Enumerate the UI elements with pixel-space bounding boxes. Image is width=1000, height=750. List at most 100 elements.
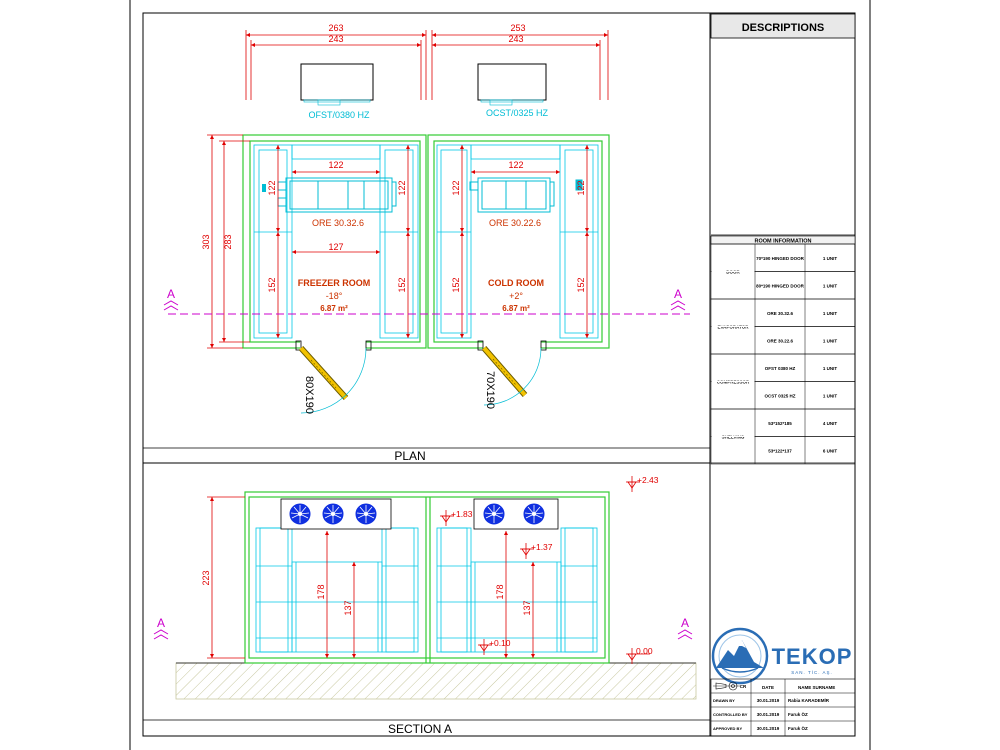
- section-view: 223 178 137 178 137 +2.43 +1.83 +1.37 +0…: [153, 475, 697, 736]
- section-view-title: SECTION A: [388, 722, 452, 736]
- tb-name: Rabia KARADEMİR: [788, 697, 830, 703]
- room-label-cold: COLD ROOM +2° 6.87 m²: [488, 278, 544, 313]
- section-mark-label: A: [157, 616, 165, 630]
- dim-label: 152: [267, 277, 277, 292]
- plan-walls: [242, 134, 610, 349]
- dim-label: 122: [328, 160, 343, 170]
- section-dim-labels: 223 178 137 178 137: [201, 570, 532, 615]
- section-shelving: [255, 527, 598, 653]
- dim-label: 122: [451, 180, 461, 195]
- dim-label: 127: [328, 242, 343, 252]
- plan-shelving: [253, 144, 599, 339]
- dim-label: 122: [576, 180, 586, 195]
- descriptions-panel: DESCRIPTIONS: [710, 13, 856, 464]
- dim-label: 152: [451, 277, 461, 292]
- room-info-item: 80*190 HINGED DOOR: [756, 283, 805, 288]
- room-info-item: OFST 0380 HZ: [765, 366, 796, 371]
- section-mark-label: A: [681, 616, 689, 630]
- level-labels: +2.43 +1.83 +1.37 +0.10 0.00: [451, 475, 659, 656]
- room-info-qty: 1 UNIT: [823, 393, 838, 398]
- title-block-rows: DRAWN BY 30.01.2019 Rabia KARADEMİR CONTROL…: [713, 697, 830, 731]
- logo-name: TEKOP: [772, 644, 853, 669]
- tb-header-cr: CR: [740, 684, 747, 689]
- section-marker-left-2: A: [153, 616, 169, 640]
- dim-label: 152: [397, 277, 407, 292]
- level-label: 0.00: [636, 646, 653, 656]
- room-info-qty: 1 UNIT: [823, 338, 838, 343]
- dim-label: 122: [267, 180, 277, 195]
- section-marker-right-2: A: [677, 616, 693, 640]
- level-label: +2.43: [637, 475, 659, 485]
- mountain-icon: [716, 640, 764, 668]
- evaporator-plan-1: [277, 177, 397, 213]
- ground-hatch: [175, 662, 697, 700]
- room-info-qty: 1 UNIT: [823, 256, 838, 261]
- room-info-item: ORE 30.22.6: [767, 338, 794, 343]
- title-block: CR DATE NAME SURNAME DRAWN BY 30.01.2019 R…: [710, 678, 856, 737]
- room-name: COLD ROOM: [488, 278, 544, 288]
- compressor-label-2: OCST/0325 HZ: [486, 108, 549, 118]
- plan-top-dim-labels: 263 243 253 243: [328, 23, 525, 44]
- dim-label: 223: [201, 570, 211, 585]
- plan-door-gaps: [295, 340, 547, 351]
- fan-icon: [522, 502, 546, 526]
- room-info-item: 53*122*137: [768, 448, 792, 453]
- dim-label: 283: [223, 234, 233, 249]
- room-area: 6.87 m²: [320, 304, 348, 313]
- descriptions-title: DESCRIPTIONS: [742, 22, 825, 34]
- evaporator-label-2: ORE 30.22.6: [489, 218, 541, 228]
- tb-role: CONTROLLED BY: [713, 712, 748, 717]
- evaporator-section-2: [473, 498, 559, 530]
- level-markers: [440, 476, 650, 664]
- room-info-qty: 6 UNIT: [823, 448, 838, 453]
- logo-subtitle: SAN. TİC. AŞ.: [791, 669, 832, 675]
- dim-label: 253: [510, 23, 525, 33]
- tb-role: APPROVED BY: [713, 726, 742, 731]
- section-mark-label: A: [167, 287, 175, 301]
- room-temperature: +2°: [509, 291, 523, 301]
- room-label-freezer: FREEZER ROOM -18° 6.87 m²: [298, 278, 371, 313]
- plan-room-dimensions: [276, 145, 589, 338]
- room-info-item: 53*152*185: [768, 421, 792, 426]
- dim-label: 178: [316, 584, 326, 599]
- plan-left-dimensions: [207, 134, 250, 349]
- drain-marker: [262, 184, 266, 192]
- room-info-item: 70*190 HINGED DOOR: [756, 256, 805, 261]
- door-size-label-1: 80X190: [303, 376, 315, 414]
- tb-header-name: NAME SURNAME: [798, 685, 835, 690]
- evaporator-section-1: [280, 498, 392, 530]
- plan-view-title: PLAN: [394, 449, 425, 463]
- tb-header-date: DATE: [762, 685, 774, 690]
- projection-symbol-icon: [713, 681, 740, 691]
- section-marker-left: A: [163, 287, 179, 311]
- tb-date: 30.01.2019: [757, 712, 780, 717]
- section-dimensions: [207, 496, 535, 659]
- tb-role: DRAWN BY: [713, 698, 735, 703]
- fan-icon: [354, 502, 378, 526]
- room-info-qty: 1 UNIT: [823, 366, 838, 371]
- level-label: +0.10: [489, 638, 511, 648]
- room-information-table: ROOM INFORMATION 70*190 HINGED DOOR 1 UNI…: [710, 235, 856, 465]
- company-logo: TEKOP SAN. TİC. AŞ.: [711, 627, 853, 685]
- tb-name: Faruk ÖZ: [788, 711, 808, 717]
- tb-date: 30.01.2019: [757, 726, 780, 731]
- room-info-title: ROOM INFORMATION: [754, 239, 811, 245]
- door-size-label-2: 70X190: [484, 371, 496, 409]
- room-info-qty: 1 UNIT: [823, 283, 838, 288]
- dim-label: 178: [495, 584, 505, 599]
- fan-icon: [321, 502, 345, 526]
- room-name: FREEZER ROOM: [298, 278, 371, 288]
- evaporator-label-1: ORE 30.32.6: [312, 218, 364, 228]
- dim-label: 152: [576, 277, 586, 292]
- room-area: 6.87 m²: [502, 304, 530, 313]
- plan-view: 263 243 253 243 OFST/0380 HZ OCST/0325 H…: [163, 23, 690, 463]
- compressor-unit-1: [300, 63, 374, 106]
- room-info-qty: 1 UNIT: [823, 311, 838, 316]
- evaporator-plan-2: [469, 177, 583, 213]
- tb-date: 30.01.2019: [757, 698, 780, 703]
- dim-label: 263: [328, 23, 343, 33]
- room-temperature: -18°: [326, 291, 343, 301]
- level-label: +1.37: [531, 542, 553, 552]
